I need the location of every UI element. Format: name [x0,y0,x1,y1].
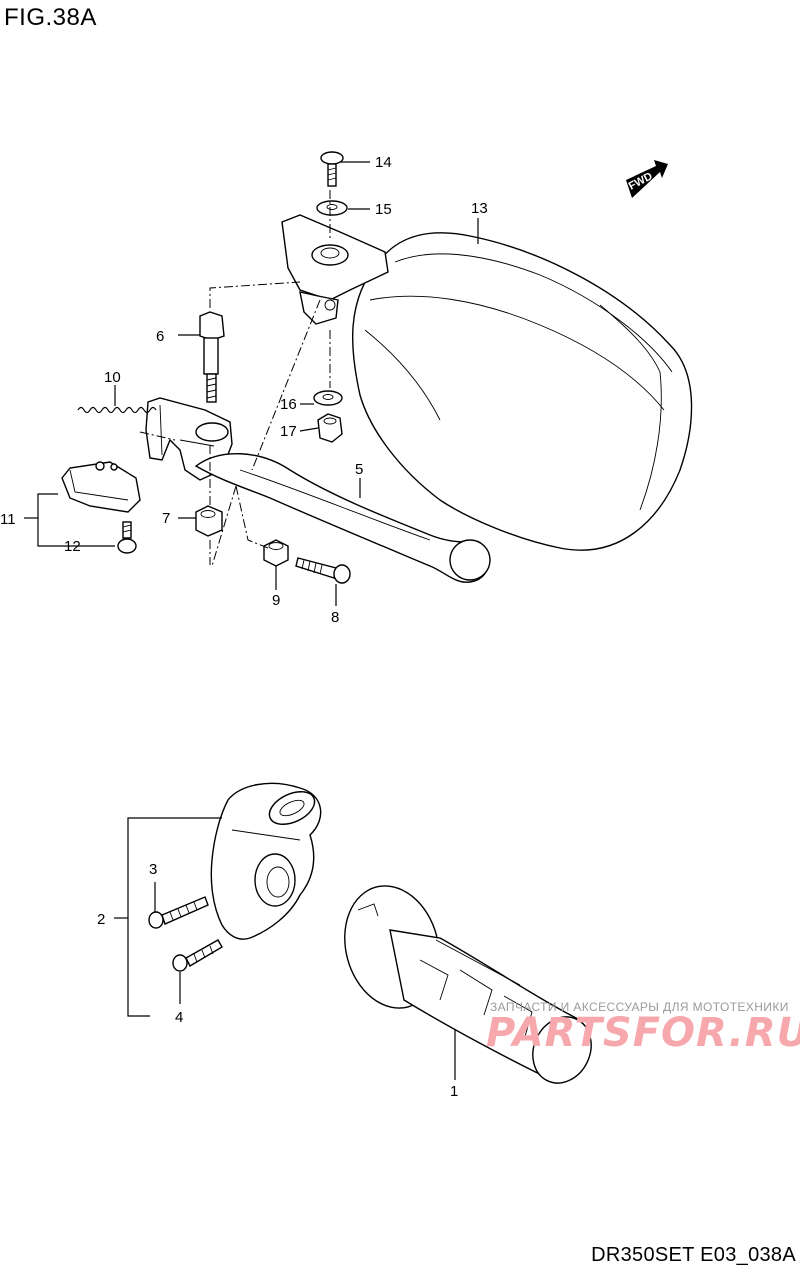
callout-8: 8 [331,609,339,626]
callout-14: 14 [375,154,392,171]
handlebar-grip-1[interactable] [332,875,602,1092]
forward-direction-badge: FWD [626,160,668,198]
callout-labels: 1 2 3 4 5 6 7 8 9 10 11 12 13 14 15 16 1… [0,154,488,1100]
callout-4: 4 [175,1009,183,1026]
nut-7[interactable] [195,505,223,537]
callout-6: 6 [156,328,164,345]
callout-15: 15 [375,201,392,218]
adjuster-bolt-8[interactable] [295,557,351,584]
washer-16[interactable] [313,390,343,406]
clutch-lever-5[interactable] [194,452,491,583]
lever-spring-10[interactable] [77,406,157,414]
nut-17[interactable] [317,413,343,443]
assembly-lines-upper [139,190,331,567]
figure-title: FIG.38A [4,4,97,31]
callout-9: 9 [272,592,280,609]
diagram-code: DR350SET E03_038A [591,1244,796,1266]
callout-5: 5 [355,461,363,478]
callout-1: 1 [450,1083,458,1100]
callout-2: 2 [97,911,105,928]
washer-15[interactable] [316,200,348,216]
callout-16: 16 [280,396,297,413]
screw-3[interactable] [148,896,209,929]
leader-lines [24,161,479,1080]
callout-3: 3 [149,861,157,878]
callout-10: 10 [104,369,121,386]
hand-guard[interactable] [351,232,693,551]
callout-13: 13 [471,200,488,217]
guard-mount-bracket[interactable] [281,214,389,325]
callout-12: 12 [64,538,81,555]
throttle-housing-2[interactable] [210,782,322,940]
collar-9[interactable] [263,539,289,567]
lever-switch-11[interactable] [61,461,141,513]
callout-7: 7 [162,510,170,527]
screw-12[interactable] [117,521,137,554]
pivot-bolt-6[interactable] [199,311,225,403]
callout-17: 17 [280,423,297,440]
watermark-tagline: ЗАПЧАСТИ И АКСЕССУАРЫ ДЛЯ МОТОТЕХНИКИ [490,1000,789,1014]
screw-14[interactable] [320,151,344,187]
screw-4[interactable] [172,939,223,972]
callout-11: 11 [0,511,16,528]
watermark-logo: PARTSFOR.RU [486,1010,800,1056]
